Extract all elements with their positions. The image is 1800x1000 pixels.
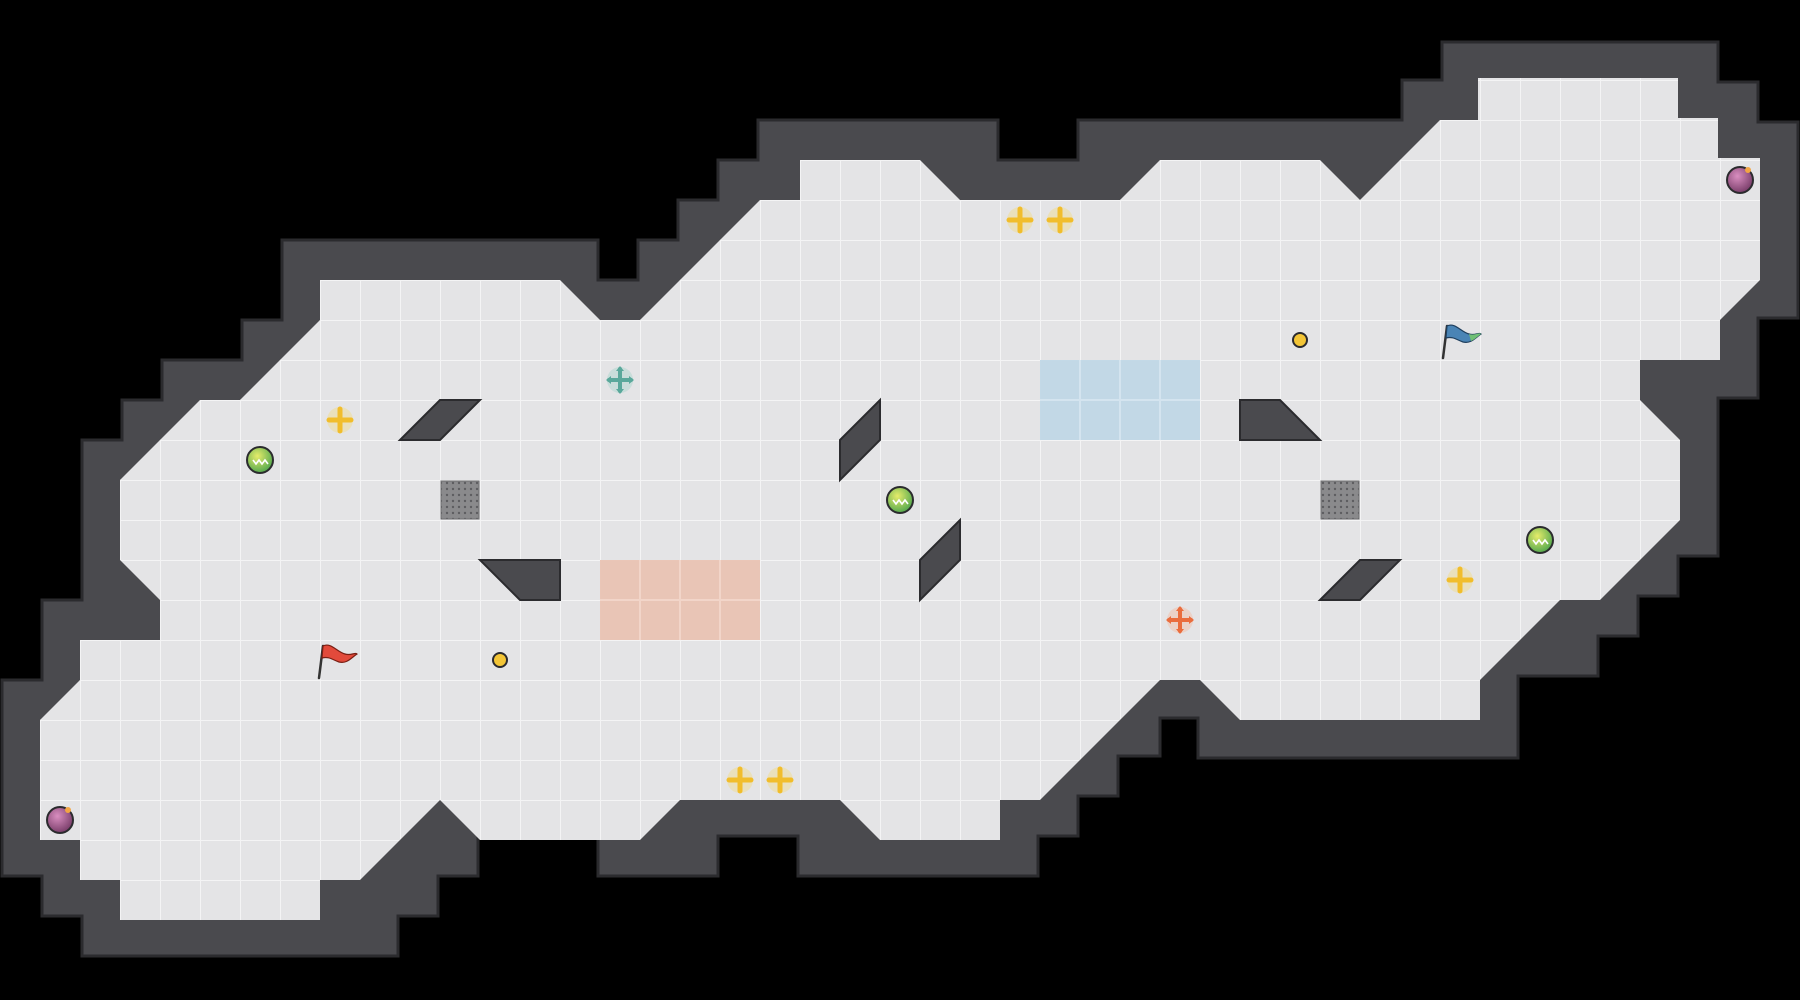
teal-boost-icon — [606, 366, 634, 394]
gate-grate-icon — [440, 480, 480, 520]
green-spike-ball-icon — [886, 486, 914, 514]
gate-grate-icon — [1320, 480, 1360, 520]
green-spike-ball-icon — [1526, 526, 1554, 554]
interior-wall — [839, 397, 881, 483]
yellow-boost-icon — [766, 766, 794, 794]
interior-wall — [397, 399, 483, 441]
purple-bomb-icon — [1726, 166, 1754, 194]
yellow-button-icon[interactable] — [492, 652, 508, 668]
yellow-boost-icon — [1446, 566, 1474, 594]
blue-flag-icon[interactable] — [1441, 324, 1482, 360]
red-flag-icon[interactable] — [317, 644, 358, 680]
yellow-boost-icon — [1046, 206, 1074, 234]
purple-bomb-icon — [46, 806, 74, 834]
yellow-boost-icon — [1006, 206, 1034, 234]
interior-wall — [919, 517, 961, 603]
green-spike-ball-icon — [246, 446, 274, 474]
yellow-boost-icon — [326, 406, 354, 434]
yellow-boost-icon — [726, 766, 754, 794]
interior-wall — [477, 559, 561, 601]
interior-wall — [1239, 399, 1323, 441]
yellow-button-icon[interactable] — [1292, 332, 1308, 348]
orange-boost-icon — [1166, 606, 1194, 634]
interior-wall — [1317, 559, 1403, 601]
